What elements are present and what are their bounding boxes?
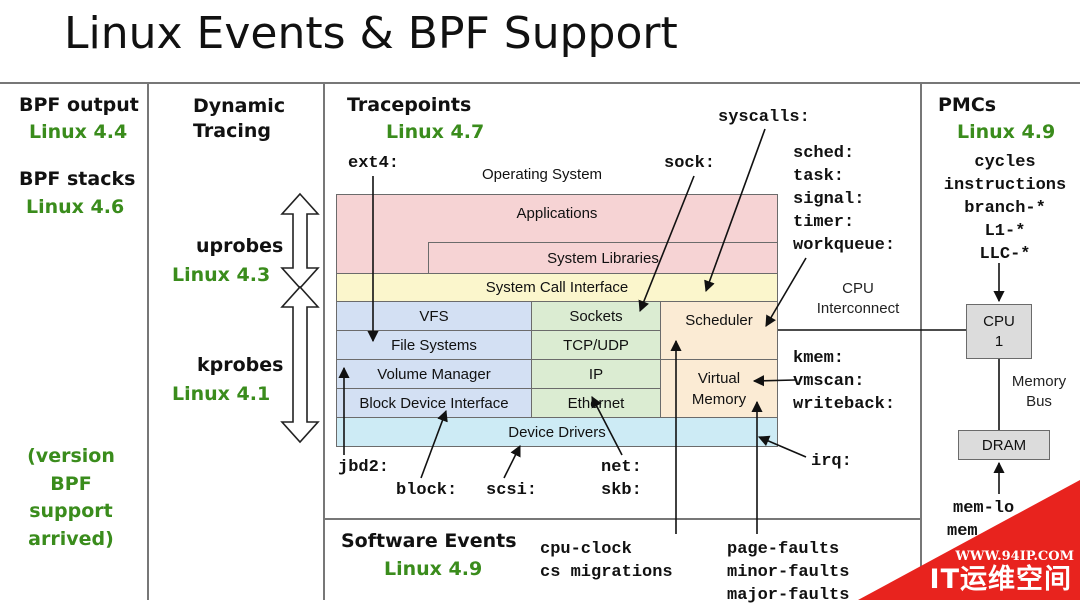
cpu-label: CPU 1: [983, 312, 1015, 350]
syscalls-arrow: [704, 128, 766, 293]
syscalls-tracepoint: syscalls:: [718, 108, 810, 127]
sockets-box: Sockets: [531, 301, 661, 331]
net-skb-tracepoints: net: skb:: [601, 458, 642, 500]
block-tracepoint: block:: [396, 481, 458, 500]
block-arrow: [420, 409, 448, 479]
memory-arrow: [752, 375, 796, 387]
tcp-udp-box: TCP/UDP: [531, 330, 661, 360]
sock-arrow: [638, 175, 695, 313]
tcp-udp-label: TCP/UDP: [563, 336, 629, 354]
software-divider: [323, 518, 922, 520]
irq-tracepoint: irq:: [811, 452, 852, 471]
sched-tracepoints: sched: task: signal: timer: workqueue:: [793, 144, 896, 255]
software-events-col1: cpu-clock cs migrations: [540, 540, 673, 582]
kprobes-label: kprobes: [197, 354, 284, 376]
system-libraries-label: System Libraries: [547, 249, 659, 267]
sockets-label: Sockets: [569, 307, 623, 325]
file-systems-label: File Systems: [391, 336, 477, 354]
uprobes-double-arrow: [280, 192, 320, 290]
tracepoints-version: Linux 4.7: [386, 121, 485, 143]
system-call-interface-label: System Call Interface: [485, 279, 629, 296]
ext4-tracepoint: ext4:: [348, 154, 400, 173]
device-drivers-label: Device Drivers: [508, 423, 606, 441]
bpf-output-label: BPF output: [19, 94, 139, 116]
block-device-interface-label: Block Device Interface: [359, 394, 509, 412]
cpu-box: CPU 1: [966, 304, 1032, 359]
scsi-arrow: [503, 444, 521, 479]
bpf-stacks-version: Linux 4.6: [26, 196, 125, 218]
memory-bus-label: Memory Bus: [1011, 373, 1067, 410]
page-title: Linux Events & BPF Support: [64, 8, 678, 59]
scsi-tracepoint: scsi:: [486, 481, 538, 500]
software-events-version: Linux 4.9: [384, 558, 483, 580]
operating-system-label: Operating System: [482, 166, 603, 183]
header-divider: [0, 82, 1080, 84]
pmc-events: cycles instructions branch-* L1-* LLC-*: [943, 153, 1067, 264]
irq-arrow: [757, 435, 807, 458]
device-drivers-box: Device Drivers: [336, 417, 778, 447]
mem-store-event: mem: [947, 522, 978, 541]
watermark-brand: IT运维空间: [929, 564, 1072, 595]
software-events-col2: page-faults minor-faults major-faults: [727, 540, 850, 605]
sched-arrow: [765, 257, 807, 327]
scheduler-label: Scheduler: [685, 312, 753, 329]
column-divider-1: [147, 82, 149, 600]
jbd2-tracepoint: jbd2:: [338, 458, 390, 477]
kprobes-double-arrow: [280, 285, 320, 444]
applications-label: Applications: [516, 205, 598, 222]
virtual-memory-label: Virtual Memory: [691, 369, 747, 408]
uprobes-version: Linux 4.3: [172, 264, 271, 286]
block-device-interface-box: Block Device Interface: [336, 388, 532, 418]
ip-label: IP: [588, 365, 604, 383]
dram-box: DRAM: [958, 430, 1050, 460]
column-divider-3: [920, 82, 922, 600]
sock-tracepoint: sock:: [664, 154, 716, 173]
version-note: (version BPF support arrived): [27, 445, 115, 550]
file-systems-box: File Systems: [336, 330, 532, 360]
watermark-corner: [858, 480, 1080, 600]
pmcs-version: Linux 4.9: [957, 121, 1056, 143]
bpf-stacks-label: BPF stacks: [19, 168, 136, 190]
watermark-url: WWW.94IP.COM: [955, 549, 1074, 564]
memory-tracepoints: kmem: vmscan: writeback:: [793, 349, 896, 414]
uprobes-label: uprobes: [196, 235, 284, 257]
volume-manager-label: Volume Manager: [377, 365, 491, 383]
pmcs-heading: PMCs: [938, 94, 997, 116]
vfs-label: VFS: [419, 307, 449, 325]
cpu-interconnect-label: CPU Interconnect: [816, 280, 900, 317]
software-events-heading: Software Events: [341, 530, 517, 552]
tracepoints-heading: Tracepoints: [347, 94, 472, 116]
column-divider-2: [323, 82, 325, 600]
mem-load-event: mem-lo: [953, 499, 1015, 518]
net-arrow: [591, 396, 623, 456]
bpf-output-version: Linux 4.4: [29, 121, 128, 143]
dram-label: DRAM: [981, 436, 1027, 454]
dynamic-tracing-heading: Dynamic Tracing: [193, 95, 286, 142]
kprobes-version: Linux 4.1: [172, 383, 271, 405]
